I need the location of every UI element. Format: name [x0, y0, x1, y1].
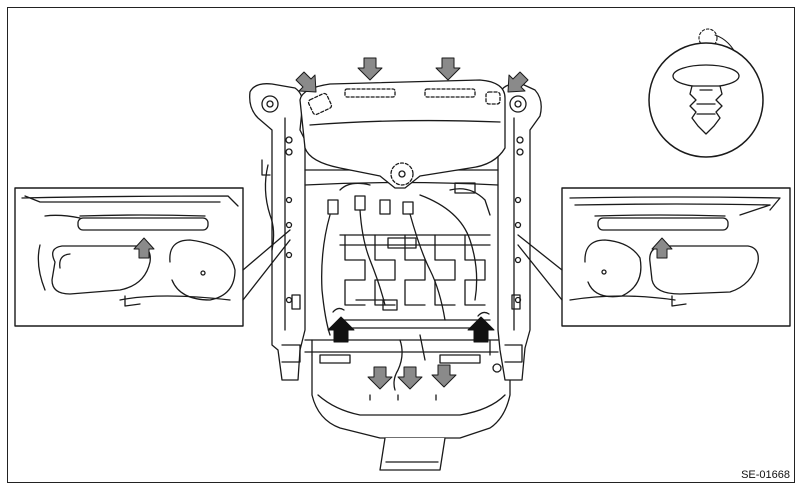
clip-hooks [332, 307, 490, 317]
seat-lower-pan [311, 354, 511, 471]
gray-arrow-group [295, 57, 529, 390]
figure-frame [7, 7, 795, 483]
gray-arrow-icon [435, 57, 461, 81]
right-detail-callout [517, 187, 791, 327]
gray-arrow-icon [367, 366, 393, 390]
seat-back-upper-panel [299, 79, 506, 189]
black-arrow-group [327, 316, 495, 343]
gray-arrow-icon [357, 57, 383, 81]
black-arrow-icon [467, 316, 495, 343]
seat-frame-left [249, 83, 306, 381]
gray-arrow-icon [295, 71, 317, 93]
clip-detail-callout [648, 28, 764, 158]
seat-inner-frame [304, 169, 499, 391]
gray-arrow-icon [651, 237, 673, 259]
gray-arrow-icon [507, 71, 529, 93]
gray-arrow-icon [133, 237, 155, 259]
figure-code-label: SE-01668 [741, 469, 790, 481]
left-detail-callout [14, 187, 291, 327]
gray-arrow-icon [431, 364, 457, 388]
gray-arrow-icon [397, 366, 423, 390]
black-arrow-icon [327, 316, 355, 343]
